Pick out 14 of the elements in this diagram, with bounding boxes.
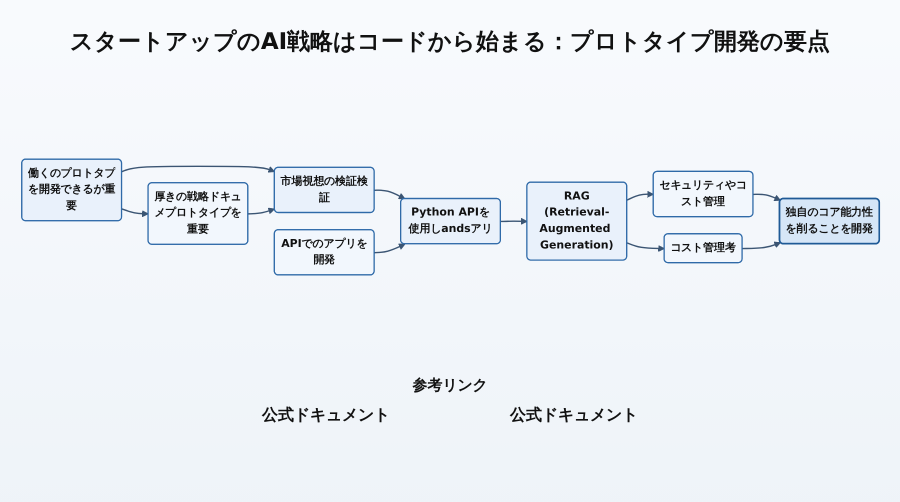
- diagram-title: スタートアップのAI戦略はコードから始まる：プロトタイプ開発の要点: [70, 28, 830, 57]
- arrow: [121, 208, 148, 218]
- arrow: [626, 242, 664, 252]
- arrow: [742, 242, 780, 250]
- arrow: [121, 166, 275, 173]
- arrow: [374, 190, 405, 200]
- arrow: [374, 244, 405, 254]
- section-heading: 参考リンク: [412, 376, 488, 395]
- arrow: [248, 208, 275, 215]
- arrow: [626, 190, 654, 201]
- reference-link-text: 公式ドキュメント: [510, 405, 638, 426]
- reference-link-text: 公式ドキュメント: [262, 405, 390, 426]
- arrow: [752, 194, 780, 202]
- arrow: [500, 218, 528, 225]
